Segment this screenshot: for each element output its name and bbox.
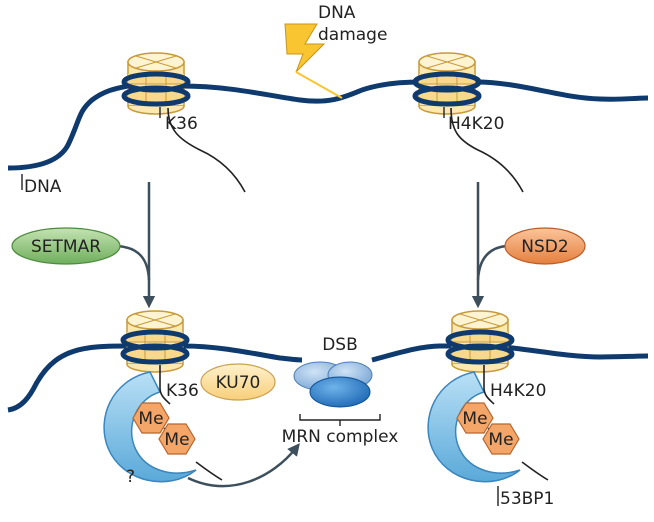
label-me-right-1: Me — [462, 409, 487, 429]
methyl-hexagon-right-1 — [456, 402, 494, 434]
label-nsd2: NSD2 — [521, 237, 568, 257]
setmar-enzyme — [11, 227, 121, 265]
mrn-subunit-3 — [309, 376, 371, 408]
label-h4k20-top: H4K20 — [448, 114, 504, 134]
nucleosome-top-right — [415, 53, 479, 114]
label-me-left-1: Me — [138, 409, 163, 429]
label-question: ? — [126, 467, 135, 487]
nucleosome-bottom-left — [123, 311, 187, 372]
nucleosome-top-left — [124, 53, 188, 114]
reader-protein-right — [427, 371, 521, 483]
label-setmar: SETMAR — [31, 237, 101, 257]
dna-strand-bottom-left — [7, 343, 303, 413]
methyl-hexagon-right-2 — [482, 423, 520, 455]
ku70-protein — [200, 363, 276, 401]
methyl-hexagon-left-2 — [158, 423, 196, 455]
methyl-hexagon-left-1 — [132, 402, 170, 434]
label-me-left-2: Me — [164, 430, 189, 450]
reader-protein-left — [103, 371, 197, 483]
label-mrn-complex: MRN complex — [282, 427, 399, 447]
label-53bp1: 53BP1 — [500, 489, 554, 509]
nucleosome-bottom-right — [448, 311, 512, 372]
arrow-curve-to-mrn — [187, 443, 300, 488]
label-me-right-2: Me — [488, 430, 513, 450]
histone-tail-k36-top — [167, 107, 246, 193]
nsd2-enzyme — [504, 227, 586, 265]
lightning-bolt-icon — [284, 23, 326, 73]
label-ku70: KU70 — [216, 373, 261, 393]
label-h4k20-bottom: H4K20 — [490, 381, 546, 401]
label-dna-damage-1: DNA — [318, 3, 356, 23]
label-k36-bottom: K36 — [166, 381, 199, 401]
dna-strand-top — [7, 79, 649, 171]
label-dna: DNA — [24, 177, 62, 197]
dna-strand-bottom-right — [371, 343, 649, 363]
label-dna-damage-2: damage — [318, 25, 387, 45]
histone-tail-h4k20-top — [450, 107, 524, 193]
label-k36-top: K36 — [165, 114, 198, 134]
label-dsb: DSB — [322, 335, 358, 355]
